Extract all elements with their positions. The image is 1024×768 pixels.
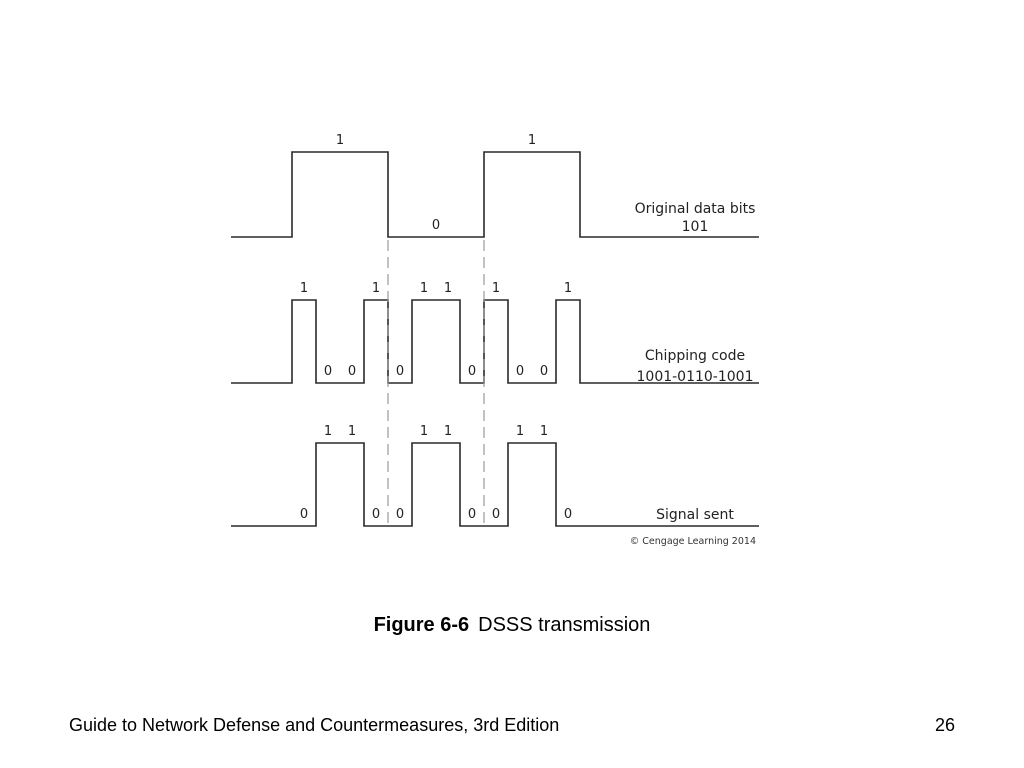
- signal-bit-label: 1: [516, 424, 524, 439]
- chipping-bit-label: 0: [516, 364, 524, 379]
- signal-bit-label: 0: [564, 507, 572, 522]
- signal-bit-label: 0: [372, 507, 380, 522]
- signal-bit-label: 1: [444, 424, 452, 439]
- original-bit-label: 1: [336, 133, 344, 148]
- footer-book-title: Guide to Network Defense and Countermeas…: [69, 715, 560, 735]
- figure-caption: Figure 6-6 DSSS transmission: [0, 614, 1024, 637]
- footer-page-number: 26: [934, 715, 955, 735]
- original-bit-label: 1: [528, 133, 536, 148]
- figure-title: DSSS transmission: [478, 614, 651, 636]
- signal-bit-label: 1: [348, 424, 356, 439]
- chipping-bit-label: 0: [396, 364, 404, 379]
- original-row-label: 101: [682, 219, 709, 235]
- signal-bit-label: 0: [468, 507, 476, 522]
- chipping-waveform: [231, 299, 759, 384]
- signal-bit-label: 0: [396, 507, 404, 522]
- chipping-bit-label: 1: [444, 281, 452, 296]
- original-row-label: Original data bits: [635, 201, 756, 217]
- copyright-notice: © Cengage Learning 2014: [630, 536, 756, 547]
- chipping-bit-label: 1: [420, 281, 428, 296]
- signal-bit-label: 1: [540, 424, 548, 439]
- chipping-bit-label: 0: [324, 364, 332, 379]
- signal-bit-label: 0: [300, 507, 308, 522]
- chipping-bit-label: 1: [564, 281, 572, 296]
- chipping-bit-label: 0: [468, 364, 476, 379]
- signal-bit-label: 1: [324, 424, 332, 439]
- signal-row-label: Signal sent: [656, 507, 734, 523]
- signal-bit-label: 1: [420, 424, 428, 439]
- chipping-row-label: 1001-0110-1001: [637, 369, 754, 385]
- chipping-bit-label: 0: [540, 364, 548, 379]
- signal-waveform: [231, 442, 759, 527]
- chipping-bit-label: 1: [372, 281, 380, 296]
- chipping-bit-label: 0: [348, 364, 356, 379]
- figure-number: Figure 6-6: [373, 614, 470, 636]
- chipping-bit-label: 1: [300, 281, 308, 296]
- original-bit-label: 0: [432, 218, 440, 233]
- signal-bit-label: 0: [492, 507, 500, 522]
- chipping-row-label: Chipping code: [645, 348, 745, 364]
- original-waveform: [231, 151, 759, 238]
- chipping-bit-label: 1: [492, 281, 500, 296]
